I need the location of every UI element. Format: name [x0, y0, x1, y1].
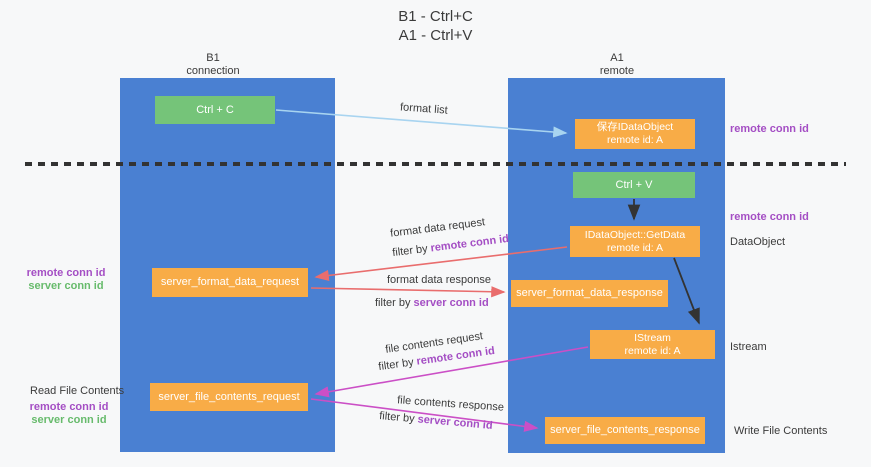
write-file-contents-label: Write File Contents	[734, 425, 828, 437]
left-mid-remote-conn-id: remote conn id	[26, 267, 106, 279]
diagram-title: B1 - Ctrl+C A1 - Ctrl+V	[0, 7, 871, 45]
filter-id-text: server conn id	[417, 413, 494, 432]
lane-a1-role: remote	[599, 65, 635, 77]
filter-id-text: server conn id	[413, 297, 489, 309]
ctrl-c-box: Ctrl + C	[155, 96, 275, 124]
idataobject-getdata-line1: IDataObject::GetData	[584, 228, 686, 241]
format-list-label: format list	[399, 101, 449, 117]
diagram-title-line2: A1 - Ctrl+V	[398, 27, 473, 44]
istream-line1: IStream	[634, 331, 671, 344]
server-format-data-response-box: server_format_data_response	[511, 280, 668, 307]
ctrl-c-label: Ctrl + C	[196, 103, 234, 116]
istream-line2: remote id: A	[624, 344, 681, 357]
file-contents-response-label: file contents response	[396, 394, 505, 414]
dataobject-label: DataObject	[730, 236, 786, 248]
left-bottom-conn-ids: remote conn id server conn id	[25, 401, 113, 427]
server-format-data-request-label: server_format_data_request	[160, 276, 300, 288]
save-idataobject-box: 保存IDataObject remote id: A	[575, 119, 695, 149]
diagram-title-line1: B1 - Ctrl+C	[398, 8, 473, 25]
format-data-response-arrow	[310, 286, 506, 298]
remote-conn-id-top-label: remote conn id	[730, 123, 809, 135]
ctrl-v-box: Ctrl + V	[573, 172, 695, 198]
left-mid-conn-ids: remote conn id server conn id	[25, 267, 107, 293]
server-file-contents-request-label: server_file_contents_request	[158, 390, 300, 403]
idataobject-getdata-box: IDataObject::GetData remote id: A	[570, 226, 700, 257]
istream-side-label: Istream	[730, 341, 767, 353]
save-idataobject-line1: 保存IDataObject	[596, 121, 674, 133]
left-mid-server-conn-id: server conn id	[28, 280, 104, 292]
filter-by-text: filter by	[377, 355, 418, 374]
lane-b1-header: B1 connection	[163, 52, 263, 78]
filter-id-text: remote conn id	[429, 232, 510, 255]
read-file-contents-label: Read File Contents	[30, 385, 125, 397]
left-bottom-remote-conn-id: remote conn id	[29, 401, 109, 413]
ctrl-v-label: Ctrl + V	[615, 178, 653, 191]
lane-b1-name: B1	[206, 52, 220, 64]
filter-by-text: filter by	[378, 410, 419, 426]
format-data-response-label: format data response	[387, 274, 491, 286]
server-file-contents-response-label: server_file_contents_response	[550, 424, 700, 436]
lane-a1-header: A1 remote	[567, 52, 667, 78]
server-file-contents-response-box: server_file_contents_response	[545, 417, 705, 444]
server-format-data-response-label: server_format_data_response	[516, 287, 663, 299]
lane-a1-name: A1	[610, 52, 624, 64]
remote-conn-id-mid-label: remote conn id	[730, 211, 809, 223]
format-data-response-filter-label: filter by server conn id	[375, 297, 489, 310]
filter-by-text: filter by	[391, 242, 432, 260]
left-bottom-server-conn-id: server conn id	[31, 414, 107, 426]
file-contents-response-filter-label: filter by server conn id	[379, 410, 493, 433]
idataobject-getdata-line2: remote id: A	[606, 241, 664, 254]
server-format-data-request-box: server_format_data_request	[152, 268, 308, 297]
server-file-contents-request-box: server_file_contents_request	[150, 383, 308, 411]
istream-box: IStream remote id: A	[590, 330, 715, 359]
lane-b1-role: connection	[186, 65, 240, 77]
filter-by-text: filter by	[375, 297, 414, 309]
save-idataobject-line2: remote id: A	[606, 134, 664, 146]
